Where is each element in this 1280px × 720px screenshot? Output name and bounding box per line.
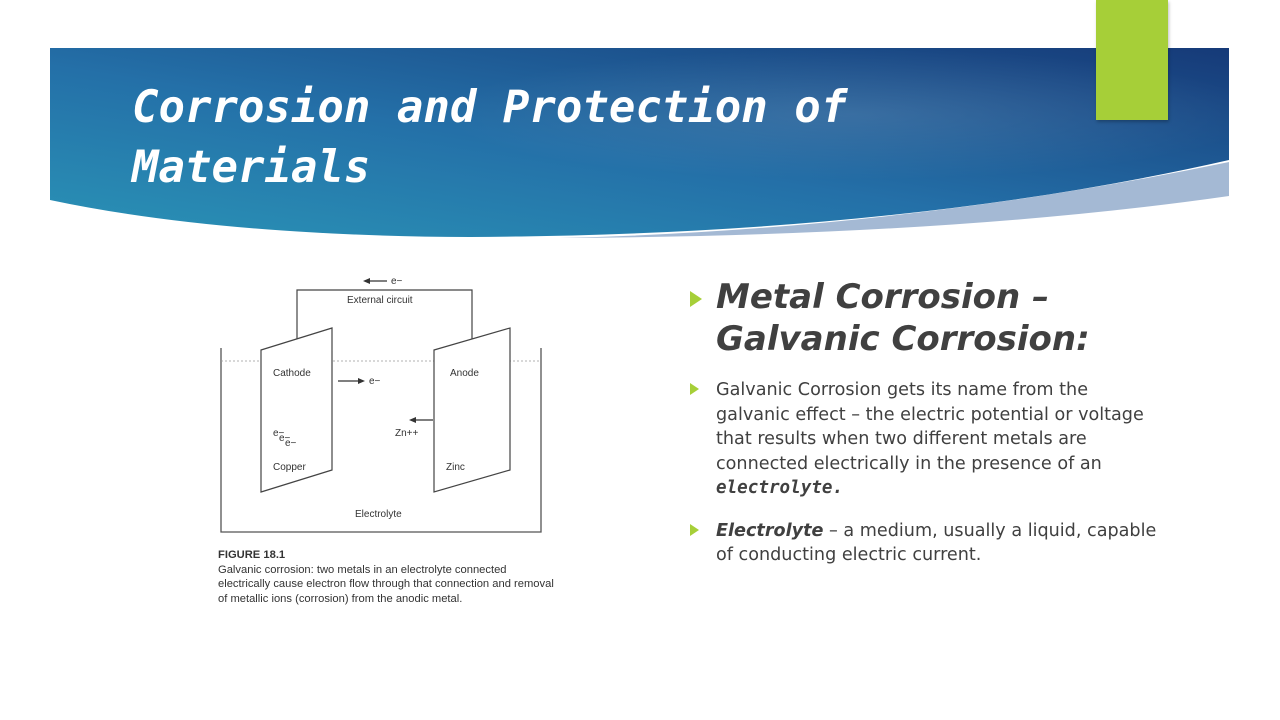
bullet-arrow-icon bbox=[690, 291, 702, 307]
arrow-head-ion bbox=[409, 417, 416, 423]
label-zinc-ion: Zn++ bbox=[395, 428, 419, 439]
bullet-heading: Metal Corrosion – Galvanic Corrosion: bbox=[690, 276, 1160, 360]
label-anode: Anode bbox=[450, 368, 479, 379]
figure-caption: FIGURE 18.1 Galvanic corrosion: two meta… bbox=[218, 548, 558, 606]
galvanic-cell-diagram: e− External circuit Cathode Anode e− e− … bbox=[220, 276, 542, 533]
label-cathode: Cathode bbox=[273, 368, 311, 379]
figure-caption-label: FIGURE 18.1 bbox=[218, 549, 286, 561]
label-electrons-cathode-3: e− bbox=[285, 438, 297, 449]
title-banner bbox=[0, 0, 1280, 260]
bullet-arrow-icon bbox=[690, 523, 699, 536]
zinc-electrode bbox=[433, 327, 511, 493]
arrow-head-top bbox=[363, 278, 370, 284]
para2-term: Electrolyte bbox=[716, 520, 824, 541]
galvanic-cell-figure: e− External circuit Cathode Anode e− e− … bbox=[215, 270, 560, 630]
electrolyte-container bbox=[220, 348, 542, 533]
banner-shape bbox=[50, 48, 1229, 238]
para2-text: – a medium, usually a liquid, capable of… bbox=[716, 520, 1157, 566]
bullet-arrow-icon bbox=[690, 383, 699, 395]
bullet-electrolyte-definition: Electrolyte – a medium, usually a liquid… bbox=[690, 519, 1160, 568]
content-bullets: Metal Corrosion – Galvanic Corrosion: Ga… bbox=[690, 276, 1160, 568]
label-electron-mid: e− bbox=[369, 376, 381, 387]
bullet-galvanic-definition: Galvanic Corrosion gets its name from th… bbox=[690, 378, 1160, 501]
arrow-head-mid bbox=[358, 378, 365, 384]
copper-electrode bbox=[260, 327, 333, 493]
label-electrons-cathode-1: e− bbox=[273, 428, 285, 439]
label-electron-top: e− bbox=[391, 276, 403, 287]
para1-text: Galvanic Corrosion gets its name from th… bbox=[716, 380, 1144, 474]
label-electrons-cathode-2: e− bbox=[279, 433, 291, 444]
label-electrolyte: Electrolyte bbox=[355, 509, 402, 520]
external-circuit-wire bbox=[296, 289, 473, 340]
slide-title: Corrosion and Protection of Materials bbox=[132, 82, 848, 193]
label-zinc: Zinc bbox=[446, 462, 465, 473]
para1-term: electrolyte bbox=[716, 478, 833, 498]
para1-end: . bbox=[832, 478, 844, 498]
accent-tab bbox=[1096, 0, 1168, 120]
label-copper: Copper bbox=[273, 462, 306, 473]
figure-caption-text: Galvanic corrosion: two metals in an ele… bbox=[218, 563, 554, 605]
label-external-circuit: External circuit bbox=[347, 295, 413, 306]
heading-text: Metal Corrosion – Galvanic Corrosion: bbox=[716, 277, 1090, 359]
